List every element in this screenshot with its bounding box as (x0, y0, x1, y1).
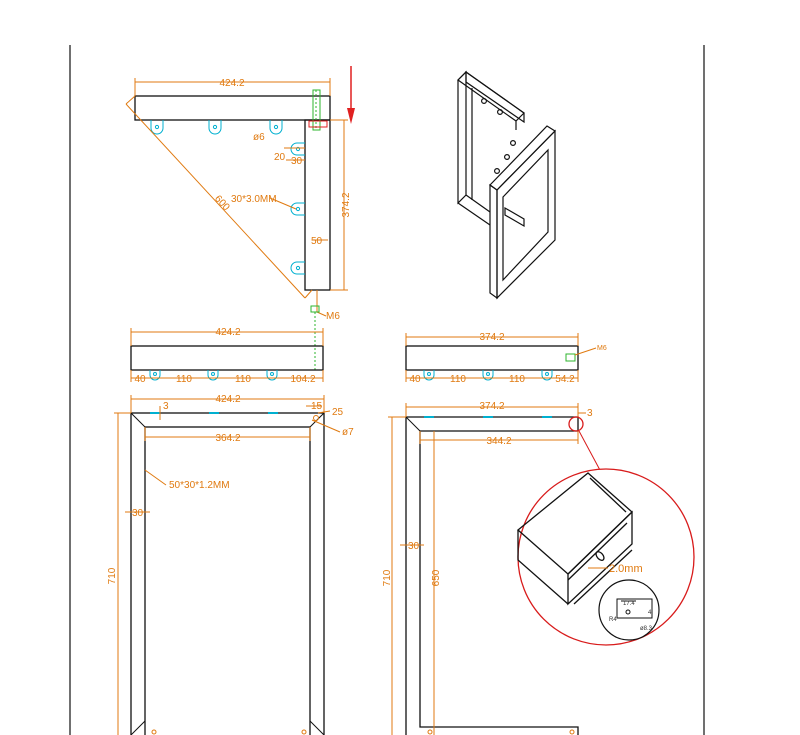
plan-right-bolt-label: M6 (597, 345, 607, 352)
plan-right-tabs (423, 370, 553, 381)
front-left-outer-frame (130, 412, 325, 735)
side-hole-dia: ø6 (253, 132, 265, 143)
plan-right-spacing-1: 40 (409, 374, 421, 385)
isometric-view (457, 70, 556, 300)
front-left-top-3: 3 (163, 401, 169, 412)
front-left-top-15: 15 (311, 401, 323, 412)
plan-left-spacing-1: 40 (134, 374, 146, 385)
front-view-right: 374.2 344.2 3 30 710 650 (382, 401, 602, 735)
front-right-inner-width: 344.2 (486, 436, 511, 447)
plan-right-bolt (565, 353, 576, 362)
plan-left-tabs (149, 370, 278, 381)
plan-left-spacing-4: 104.2 (290, 374, 315, 385)
front-left-hole-dia: ø7 (342, 427, 354, 438)
detail-small-d: 4 (648, 610, 652, 616)
plan-view-left: 424.2 40 110 110 104.2 (130, 327, 324, 385)
front-right-top-3: 3 (587, 408, 593, 419)
front-right-wall: 30 (408, 541, 420, 552)
plan-left-spacing-3: 110 (235, 374, 251, 385)
mount-tabs (150, 120, 305, 275)
side-offset-30: 30 (291, 156, 303, 167)
front-left-hole (313, 415, 319, 421)
front-right-height: 710 (382, 569, 393, 586)
front-right-inner-height: 650 (431, 569, 442, 586)
detail-tube (516, 472, 633, 606)
front-left-top-25: 25 (332, 407, 344, 418)
detail-leader-line (578, 430, 602, 473)
side-vertical: 374.2 (341, 192, 352, 217)
front-left-wall: 30 (132, 508, 144, 519)
load-arrow-icon (347, 66, 355, 124)
bottom-hole-marks (151, 729, 575, 735)
plan-right-spacing-4: 54.2 (555, 374, 575, 385)
plan-left-dimensions (130, 328, 324, 382)
side-tube-size: 30*3.0MM (231, 194, 277, 205)
side-diagonal: 600 (212, 193, 232, 213)
detail-inset-profile (616, 598, 653, 619)
plan-left-length: 424.2 (215, 327, 240, 338)
plan-left-bar (130, 345, 324, 371)
detail-callout-circle (568, 416, 584, 432)
side-offset-20: 20 (274, 152, 286, 163)
bolt-hole-line (312, 89, 321, 131)
front-left-dimensions (114, 395, 341, 735)
side-view-arm (134, 95, 331, 121)
joint-marker (308, 120, 328, 128)
side-view-post (304, 119, 331, 291)
side-view-dimensions (125, 78, 348, 317)
bolt-icon (310, 305, 320, 372)
plan-view-right: 374.2 40 110 110 54.2 M6 (405, 332, 607, 385)
front-left-corners (130, 412, 325, 735)
sheet-border (69, 45, 705, 735)
front-left-tube-spec: 50*30*1.2MM (169, 480, 230, 491)
front-right-outer-width: 374.2 (479, 401, 504, 412)
front-left-inner-frame (144, 426, 311, 735)
detail-view: 2.0mm 17.4 R4 ø8.3 4 (516, 468, 695, 646)
plan-right-spacing-3: 110 (509, 374, 525, 385)
front-left-outer-width: 424.2 (215, 394, 240, 405)
detail-small-b: R4 (609, 617, 617, 623)
plan-left-spacing-2: 110 (176, 374, 192, 385)
plan-right-bar (405, 345, 579, 371)
detail-wall-thickness: 2.0mm (609, 563, 643, 575)
side-bolt-label: M6 (326, 311, 340, 322)
plan-right-dimensions (405, 333, 579, 382)
side-view: 424.2 600 374.2 ø6 20 30 30*3.0MM 50 M6 (125, 66, 355, 372)
detail-small-c: ø8.3 (640, 626, 653, 632)
side-top-length: 424.2 (219, 78, 244, 89)
front-left-height: 710 (107, 567, 118, 584)
plan-right-length: 374.2 (479, 332, 504, 343)
front-right-profile (405, 416, 579, 735)
side-width-50: 50 (311, 236, 323, 247)
detail-small-a: 17.4 (623, 601, 635, 607)
front-left-inner-width: 364.2 (215, 433, 240, 444)
plan-right-spacing-2: 110 (450, 374, 466, 385)
front-right-dimensions (388, 403, 586, 735)
front-view-left: 424.2 364.2 3 15 25 ø7 50*30*1.2MM 30 71… (107, 394, 354, 735)
